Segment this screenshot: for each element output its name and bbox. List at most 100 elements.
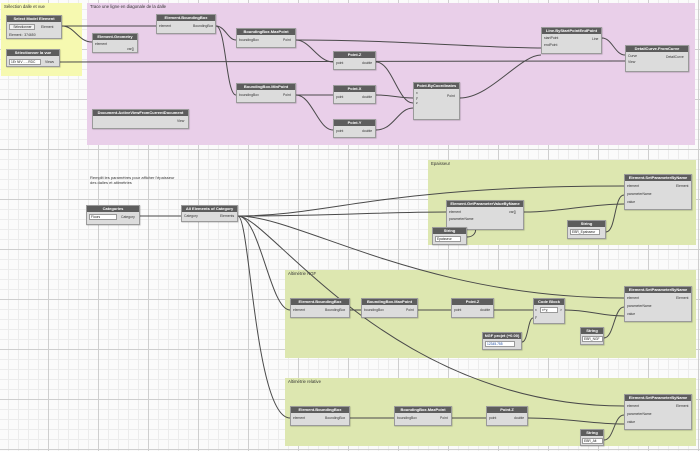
output-port[interactable]: Element [676,296,689,300]
output-port[interactable]: Element [676,404,689,408]
node-select-model-element[interactable]: Select Model Element Sélectionner Elemen… [6,15,62,39]
node-set-parameter-ngf[interactable]: Element.SetParameterByName element param… [624,286,692,322]
input-port[interactable]: element [159,24,172,28]
output-port[interactable]: Element [41,25,54,29]
output-port[interactable]: BoundingBox [325,416,346,420]
node-ngf-projet[interactable]: NGF projet (+0.00) 12345.755 [482,332,522,350]
output-port[interactable]: Point [406,308,414,312]
output-port[interactable]: Point [283,38,291,42]
node-bbox-maxpoint-ngf[interactable]: BoundingBox.MaxPoint boundingBox Point [361,298,418,318]
input-port-x[interactable]: x [416,91,418,95]
output-port[interactable]: DetailCurve [666,55,684,59]
input-port-value[interactable]: value [627,420,636,424]
input-port-start[interactable]: startPoint [544,36,559,40]
output-port[interactable]: Line [592,37,599,41]
output-port[interactable]: double [362,129,373,133]
input-port[interactable]: Category [184,214,198,218]
string-input[interactable]: EBR_Alt [582,438,603,444]
input-port-parameter[interactable]: parameterName [627,192,652,196]
input-port-value[interactable]: value [627,312,636,316]
node-string-ebr-epaisseur[interactable]: String EBR_Epaisseur [567,220,606,239]
node-set-parameter-rel[interactable]: Element.SetParameterByName element param… [624,394,692,430]
output-port[interactable]: double [362,95,373,99]
node-point-z-rel[interactable]: Point.Z point double [486,406,528,426]
input-port[interactable]: point [336,129,344,133]
input-port-element[interactable]: element [627,404,640,408]
string-input[interactable]: EBR_NGF [582,336,603,342]
node-point-y[interactable]: Point.Y point double [333,119,376,138]
output-port[interactable]: Point [283,93,291,97]
node-element-boundingbox-ngf[interactable]: Element.BoundingBox element BoundingBox [290,298,350,318]
output-port[interactable]: > [560,308,562,312]
node-code-block[interactable]: Code Block x y x+y; > [533,298,565,324]
output-port[interactable]: var[] [127,47,134,51]
node-element-geometry[interactable]: Element.Geometry element var[] [92,33,138,53]
input-port[interactable]: point [454,308,462,312]
input-port-curve[interactable]: Curve [628,54,638,58]
node-detail-curve[interactable]: DetailCurve.FromCurve Curve View DetailC… [625,45,689,72]
input-port-y[interactable]: y [535,315,537,319]
output-port[interactable]: double [480,308,491,312]
input-port-value[interactable]: value [627,200,636,204]
output-port[interactable]: BoundingBox [193,24,214,28]
number-input[interactable]: 12345.755 [485,341,515,347]
output-port[interactable]: double [362,61,373,65]
node-string-epaisseur[interactable]: String Epaisseur [432,227,467,245]
node-bbox-maxpoint-rel[interactable]: BoundingBox.MaxPoint boundingBox Point [394,406,452,426]
input-port-z[interactable]: z [416,101,418,105]
output-port[interactable]: double [514,416,525,420]
node-select-view[interactable]: Sélectionner la vue 1Er NIV - ...RDC Vie… [6,49,60,67]
input-port-element[interactable]: element [627,184,640,188]
node-line-by-start-end[interactable]: Line.ByStartPointEndPoint startPoint end… [541,27,602,54]
input-port-end[interactable]: endPoint [544,43,558,47]
node-element-boundingbox[interactable]: Element.BoundingBox element BoundingBox [156,14,216,34]
node-set-parameter-epaisseur[interactable]: Element.SetParameterByName element param… [624,174,692,210]
output-port[interactable]: Category [121,215,135,219]
input-port[interactable]: element [95,42,108,46]
output-port[interactable]: var[] [509,210,516,214]
node-all-elements-of-category[interactable]: All Elements of Category Category Elemen… [181,205,238,222]
input-port[interactable]: boundingBox [397,416,417,420]
input-port[interactable]: point [336,61,344,65]
node-get-parameter-value[interactable]: Element.GetParameterValueByName element … [446,200,524,230]
output-port[interactable]: Point [447,94,455,98]
node-bbox-maxpoint[interactable]: BoundingBox.MaxPoint boundingBox Point [236,28,296,48]
node-categories[interactable]: Categories Floors Category [86,205,140,225]
category-dropdown[interactable]: Floors [89,214,117,220]
input-port-view[interactable]: View [628,60,636,64]
input-port-y[interactable]: y [416,96,418,100]
input-port[interactable]: boundingBox [364,308,384,312]
output-port[interactable]: BoundingBox [325,308,346,312]
node-element-boundingbox-rel[interactable]: Element.BoundingBox element BoundingBox [290,406,350,426]
output-port[interactable]: Views [45,60,54,64]
input-port-element[interactable]: element [627,296,640,300]
input-port[interactable]: boundingBox [239,38,259,42]
view-dropdown[interactable]: 1Er NIV - ...RDC [9,59,41,65]
node-point-z-ngf[interactable]: Point.Z point double [451,298,494,318]
select-button[interactable]: Sélectionner [9,24,35,30]
node-bbox-minpoint[interactable]: BoundingBox.MinPoint boundingBox Point [236,83,296,103]
input-port[interactable]: element [293,416,306,420]
input-port[interactable]: boundingBox [239,93,259,97]
string-input[interactable]: EBR_Epaisseur [570,229,600,235]
output-port[interactable]: Element [676,184,689,188]
input-port-parameter[interactable]: parameterName [627,412,652,416]
node-point-z[interactable]: Point.Z point double [333,51,376,70]
input-port[interactable]: point [336,95,344,99]
node-point-by-coordinates[interactable]: Point.ByCoordinates x y z Point [413,82,460,120]
input-port-element[interactable]: element [449,210,462,214]
input-port[interactable]: element [293,308,306,312]
node-point-x[interactable]: Point.X point double [333,85,376,104]
node-string-ebr-alt[interactable]: String EBR_Alt [580,429,604,446]
input-port[interactable]: point [489,416,497,420]
input-port-parameter[interactable]: parameterName [449,217,474,221]
code-editor[interactable]: x+y; [540,307,558,313]
output-port[interactable]: Elements [220,214,235,218]
node-string-ebr-ngf[interactable]: String EBR_NGF [580,327,604,345]
node-document-active-view[interactable]: Document.ActiveViewFromCurrentDocument V… [92,109,189,129]
input-port-parameter[interactable]: parameterName [627,304,652,308]
output-port[interactable]: Point [440,416,448,420]
input-port-x[interactable]: x [535,308,537,312]
string-input[interactable]: Epaisseur [435,236,461,242]
output-port[interactable]: View [177,119,185,123]
